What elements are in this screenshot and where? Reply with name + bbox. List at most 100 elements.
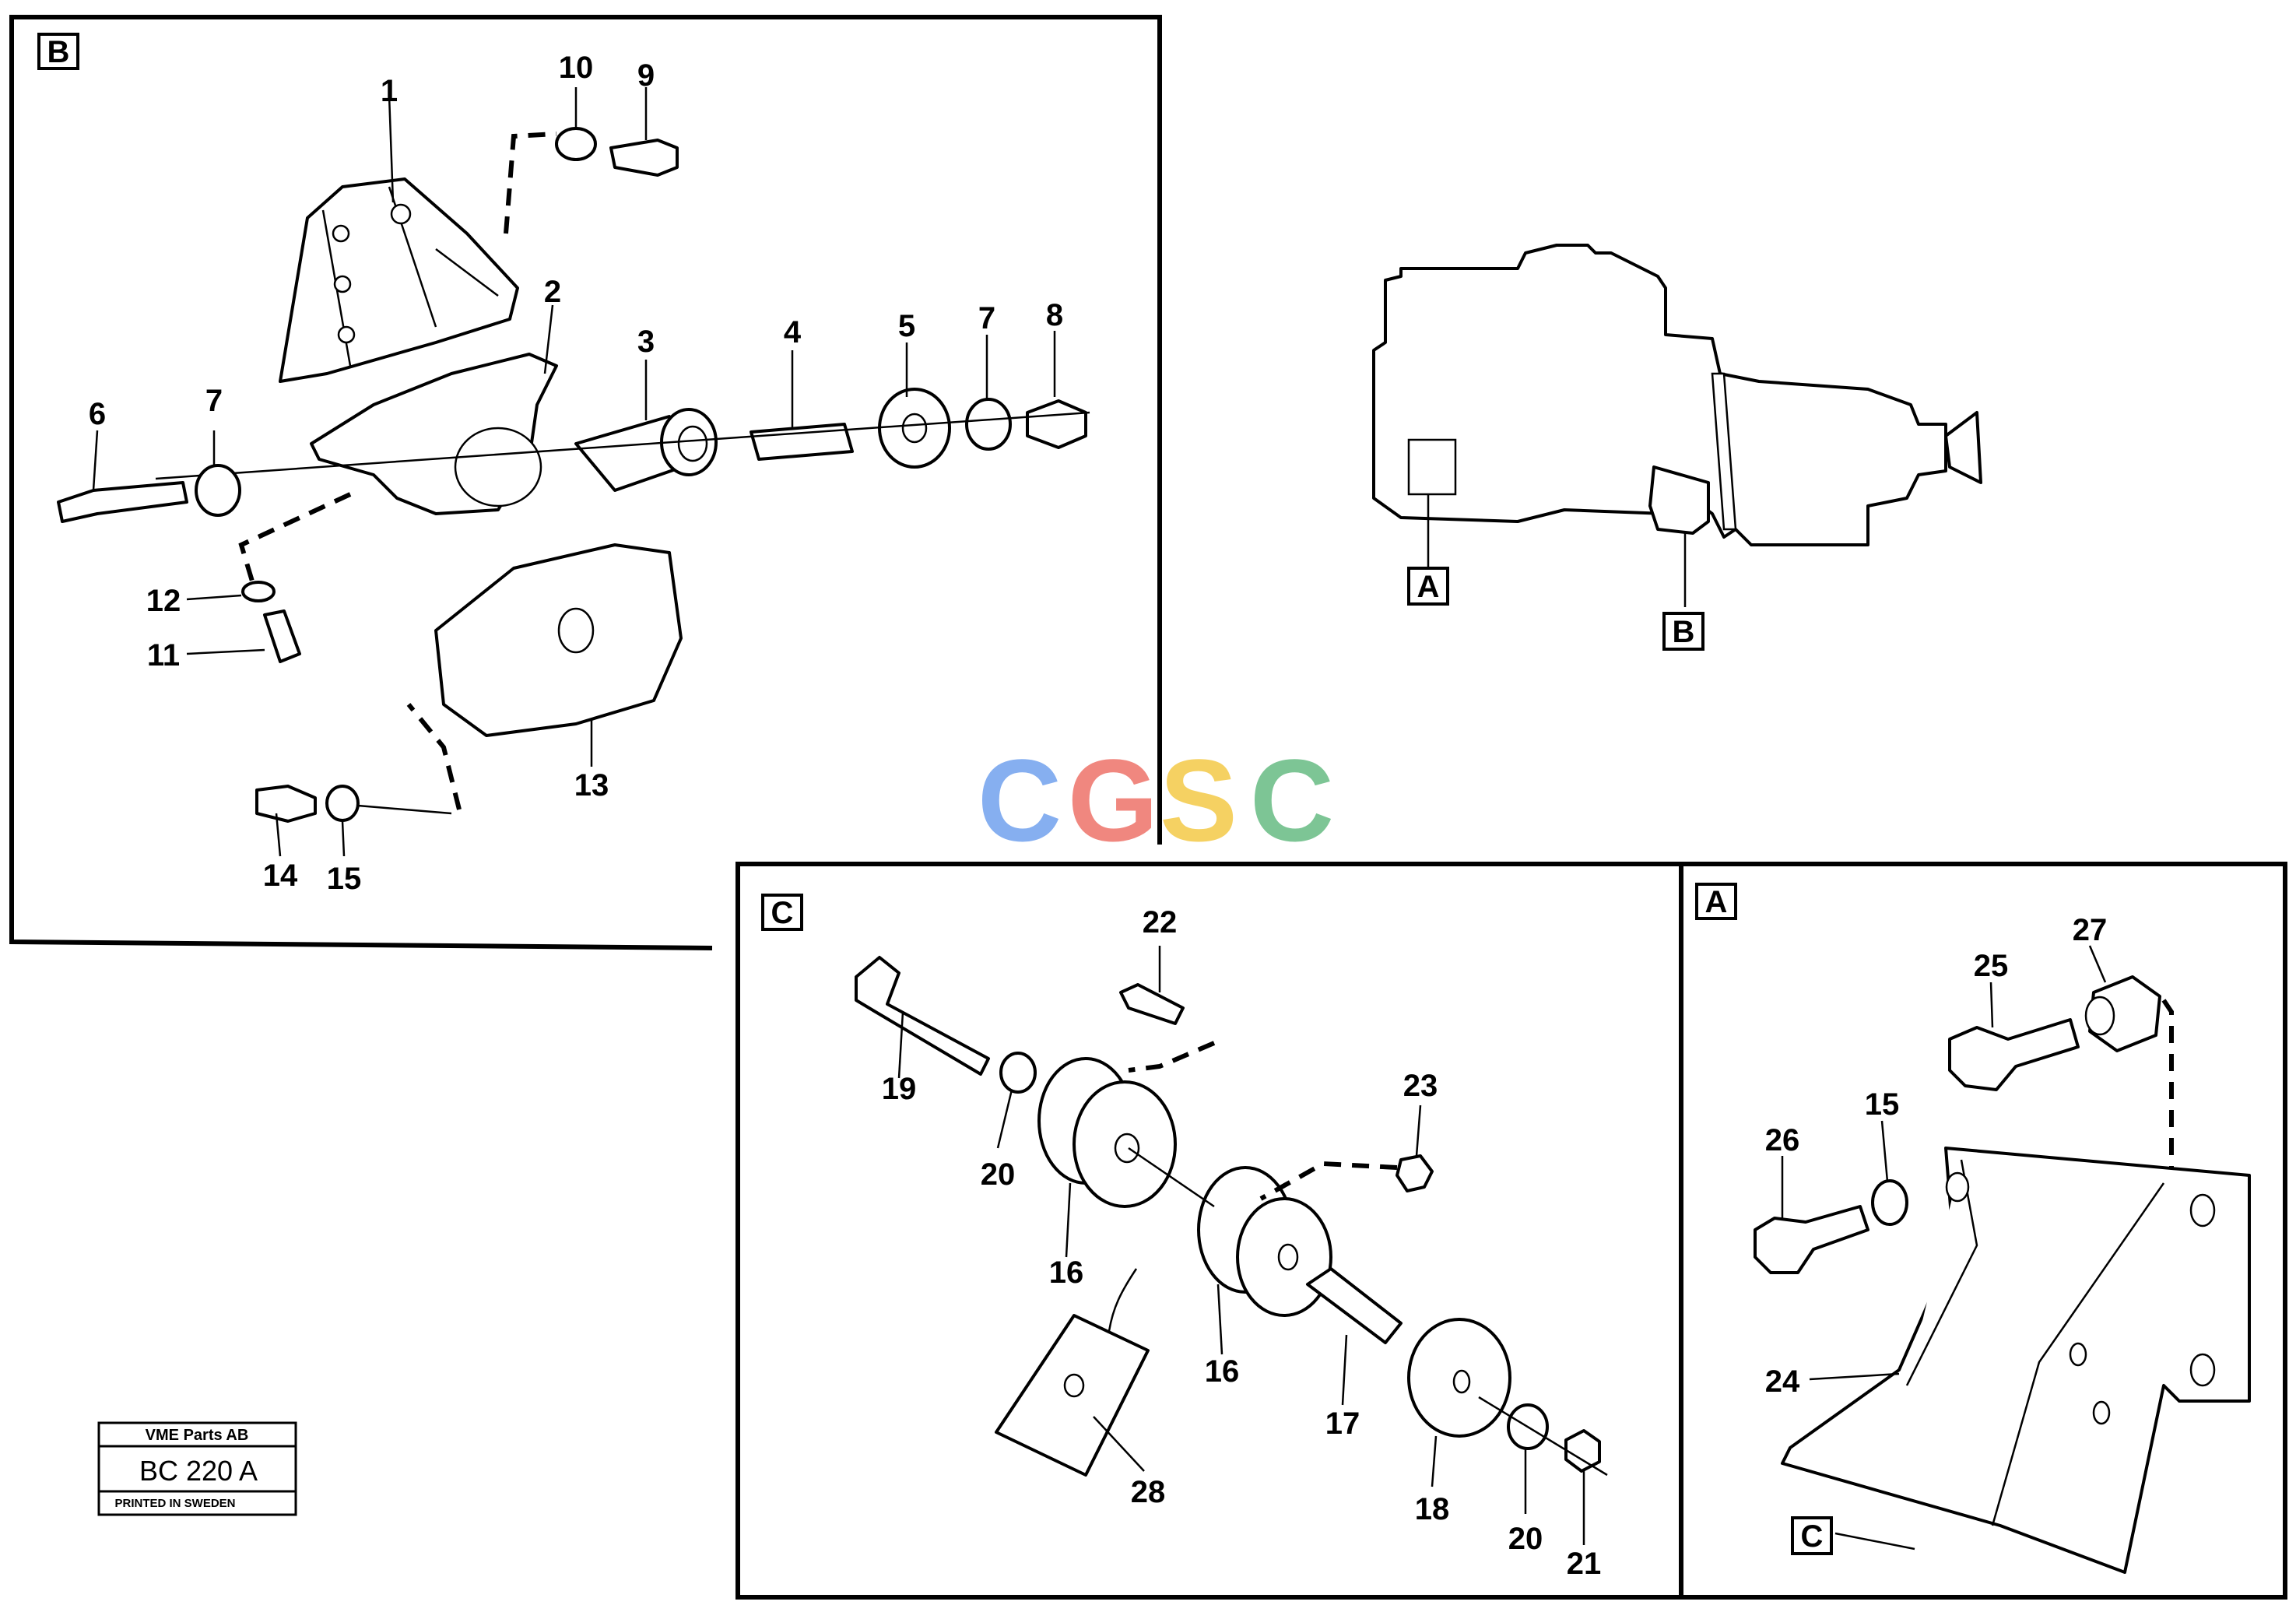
gearbox-overview: A B (1372, 244, 1982, 651)
spacer-bore (2084, 996, 2115, 1036)
bracket-hole (1945, 1171, 1970, 1203)
watermark-letter-1: C (978, 735, 1062, 866)
panel-a-parts: C (1754, 945, 2251, 1574)
overview-label-a-box (1407, 567, 1449, 606)
leader-line (186, 594, 242, 601)
housing-bore (454, 427, 542, 507)
leader-dashed (406, 703, 462, 810)
callout-3: 3 (637, 325, 655, 359)
callout-8: 8 (1046, 298, 1063, 332)
leader-line (897, 1011, 904, 1079)
leader-line (388, 94, 395, 203)
callout-10: 10 (559, 51, 594, 85)
callout-28: 28 (1131, 1475, 1166, 1509)
bolt-part-26 (1754, 1205, 1869, 1274)
mount-hole (557, 607, 595, 654)
panel-c-parts (855, 946, 1608, 1545)
washer-part-20-left (999, 1052, 1037, 1094)
panel-a: A (1679, 862, 2287, 1600)
leader-line (1216, 1284, 1223, 1355)
bracket-hole (390, 203, 412, 225)
plate-hole (1063, 1373, 1085, 1398)
screw-part-14 (255, 785, 317, 823)
washer-bore (901, 413, 928, 444)
callout-24: 24 (1765, 1364, 1800, 1399)
callout-23: 23 (1403, 1069, 1438, 1103)
leader-dashed (1259, 1161, 1398, 1201)
bracket-hole (2092, 1400, 2111, 1425)
sleeve-part-4 (750, 423, 854, 461)
panel-a-label: A (1705, 885, 1728, 919)
callout-20-left: 20 (981, 1157, 1016, 1192)
callout-16-left: 16 (1049, 1256, 1084, 1290)
leader-line (1809, 1372, 1900, 1381)
nut-part-21 (1564, 1429, 1601, 1473)
leader-line (996, 1089, 1013, 1149)
leader-line (1431, 1435, 1438, 1487)
panel-b-label: B (47, 35, 70, 69)
leader-dashed (238, 492, 352, 585)
overview-label-a: A (1417, 570, 1440, 604)
leader-line (275, 813, 282, 857)
panel-b: B (9, 15, 1162, 950)
bracket-hole (337, 325, 356, 344)
overview-label-b: B (1673, 615, 1695, 649)
leader-line (186, 648, 265, 655)
callout-18: 18 (1415, 1492, 1450, 1526)
leader-line (92, 430, 99, 491)
callout-17: 17 (1325, 1407, 1360, 1441)
gearbox-mount-a (1407, 438, 1457, 496)
callout-4: 4 (784, 315, 802, 349)
callout-5: 5 (898, 309, 915, 343)
watermark: C G S C (978, 735, 1334, 866)
sleeve-part-17 (1306, 1267, 1403, 1344)
mount-part-13 (434, 543, 683, 737)
leader-line (2088, 945, 2107, 983)
bracket-part-24 (1781, 1147, 2251, 1574)
gearbox-flange (1711, 372, 1737, 531)
callout-16-right: 16 (1205, 1354, 1240, 1389)
leader-line (357, 804, 452, 815)
callout-1: 1 (381, 74, 398, 108)
leader-line (341, 820, 346, 857)
callout-26: 26 (1765, 1123, 1800, 1157)
leader-line (1415, 1105, 1422, 1157)
bracket-hole (2189, 1353, 2216, 1387)
title-stamp: VME Parts AB BC 220 A PRINTED IN SWEDEN (97, 1421, 297, 1516)
callout-22: 22 (1143, 905, 1178, 939)
bolt-part-6 (57, 481, 188, 523)
watermark-letter-4: C (1250, 735, 1334, 866)
disc-bore (1452, 1369, 1471, 1394)
leader-dashed (1128, 1041, 1216, 1073)
panel-a-label-box (1695, 883, 1737, 920)
screw-part-22 (1119, 983, 1185, 1025)
leader-line (1834, 1532, 1915, 1551)
leader-line (1880, 1120, 1889, 1182)
stamp-company: VME Parts AB (146, 1427, 249, 1444)
washer-part-12 (241, 581, 276, 602)
washer-part-7 (965, 398, 1012, 451)
bolt-part-19 (855, 956, 990, 1076)
panel-b-label-box (37, 33, 79, 70)
callout-13: 13 (574, 768, 609, 802)
assembly-axis (1478, 1396, 1608, 1477)
washer-part-15-a (1871, 1179, 1908, 1226)
leader-line (1989, 982, 1994, 1028)
bracket-hole (332, 224, 350, 243)
callout-15-b: 15 (327, 862, 362, 896)
washer-part-15 (325, 785, 360, 822)
assembly-axis (155, 411, 1090, 480)
callout-14: 14 (263, 859, 298, 893)
callout-21: 21 (1567, 1547, 1602, 1581)
screw-part-11 (263, 609, 301, 663)
leader-line (1065, 1182, 1072, 1258)
ref-c-label: C (1801, 1519, 1824, 1554)
callout-27: 27 (2073, 913, 2108, 947)
ref-c-box (1791, 1516, 1833, 1555)
callout-11: 11 (147, 638, 180, 673)
bracket-hole (2189, 1193, 2216, 1227)
washer-part-7-left (195, 464, 241, 517)
spacer-part-10 (555, 127, 597, 161)
nut-part-8 (1026, 399, 1087, 449)
